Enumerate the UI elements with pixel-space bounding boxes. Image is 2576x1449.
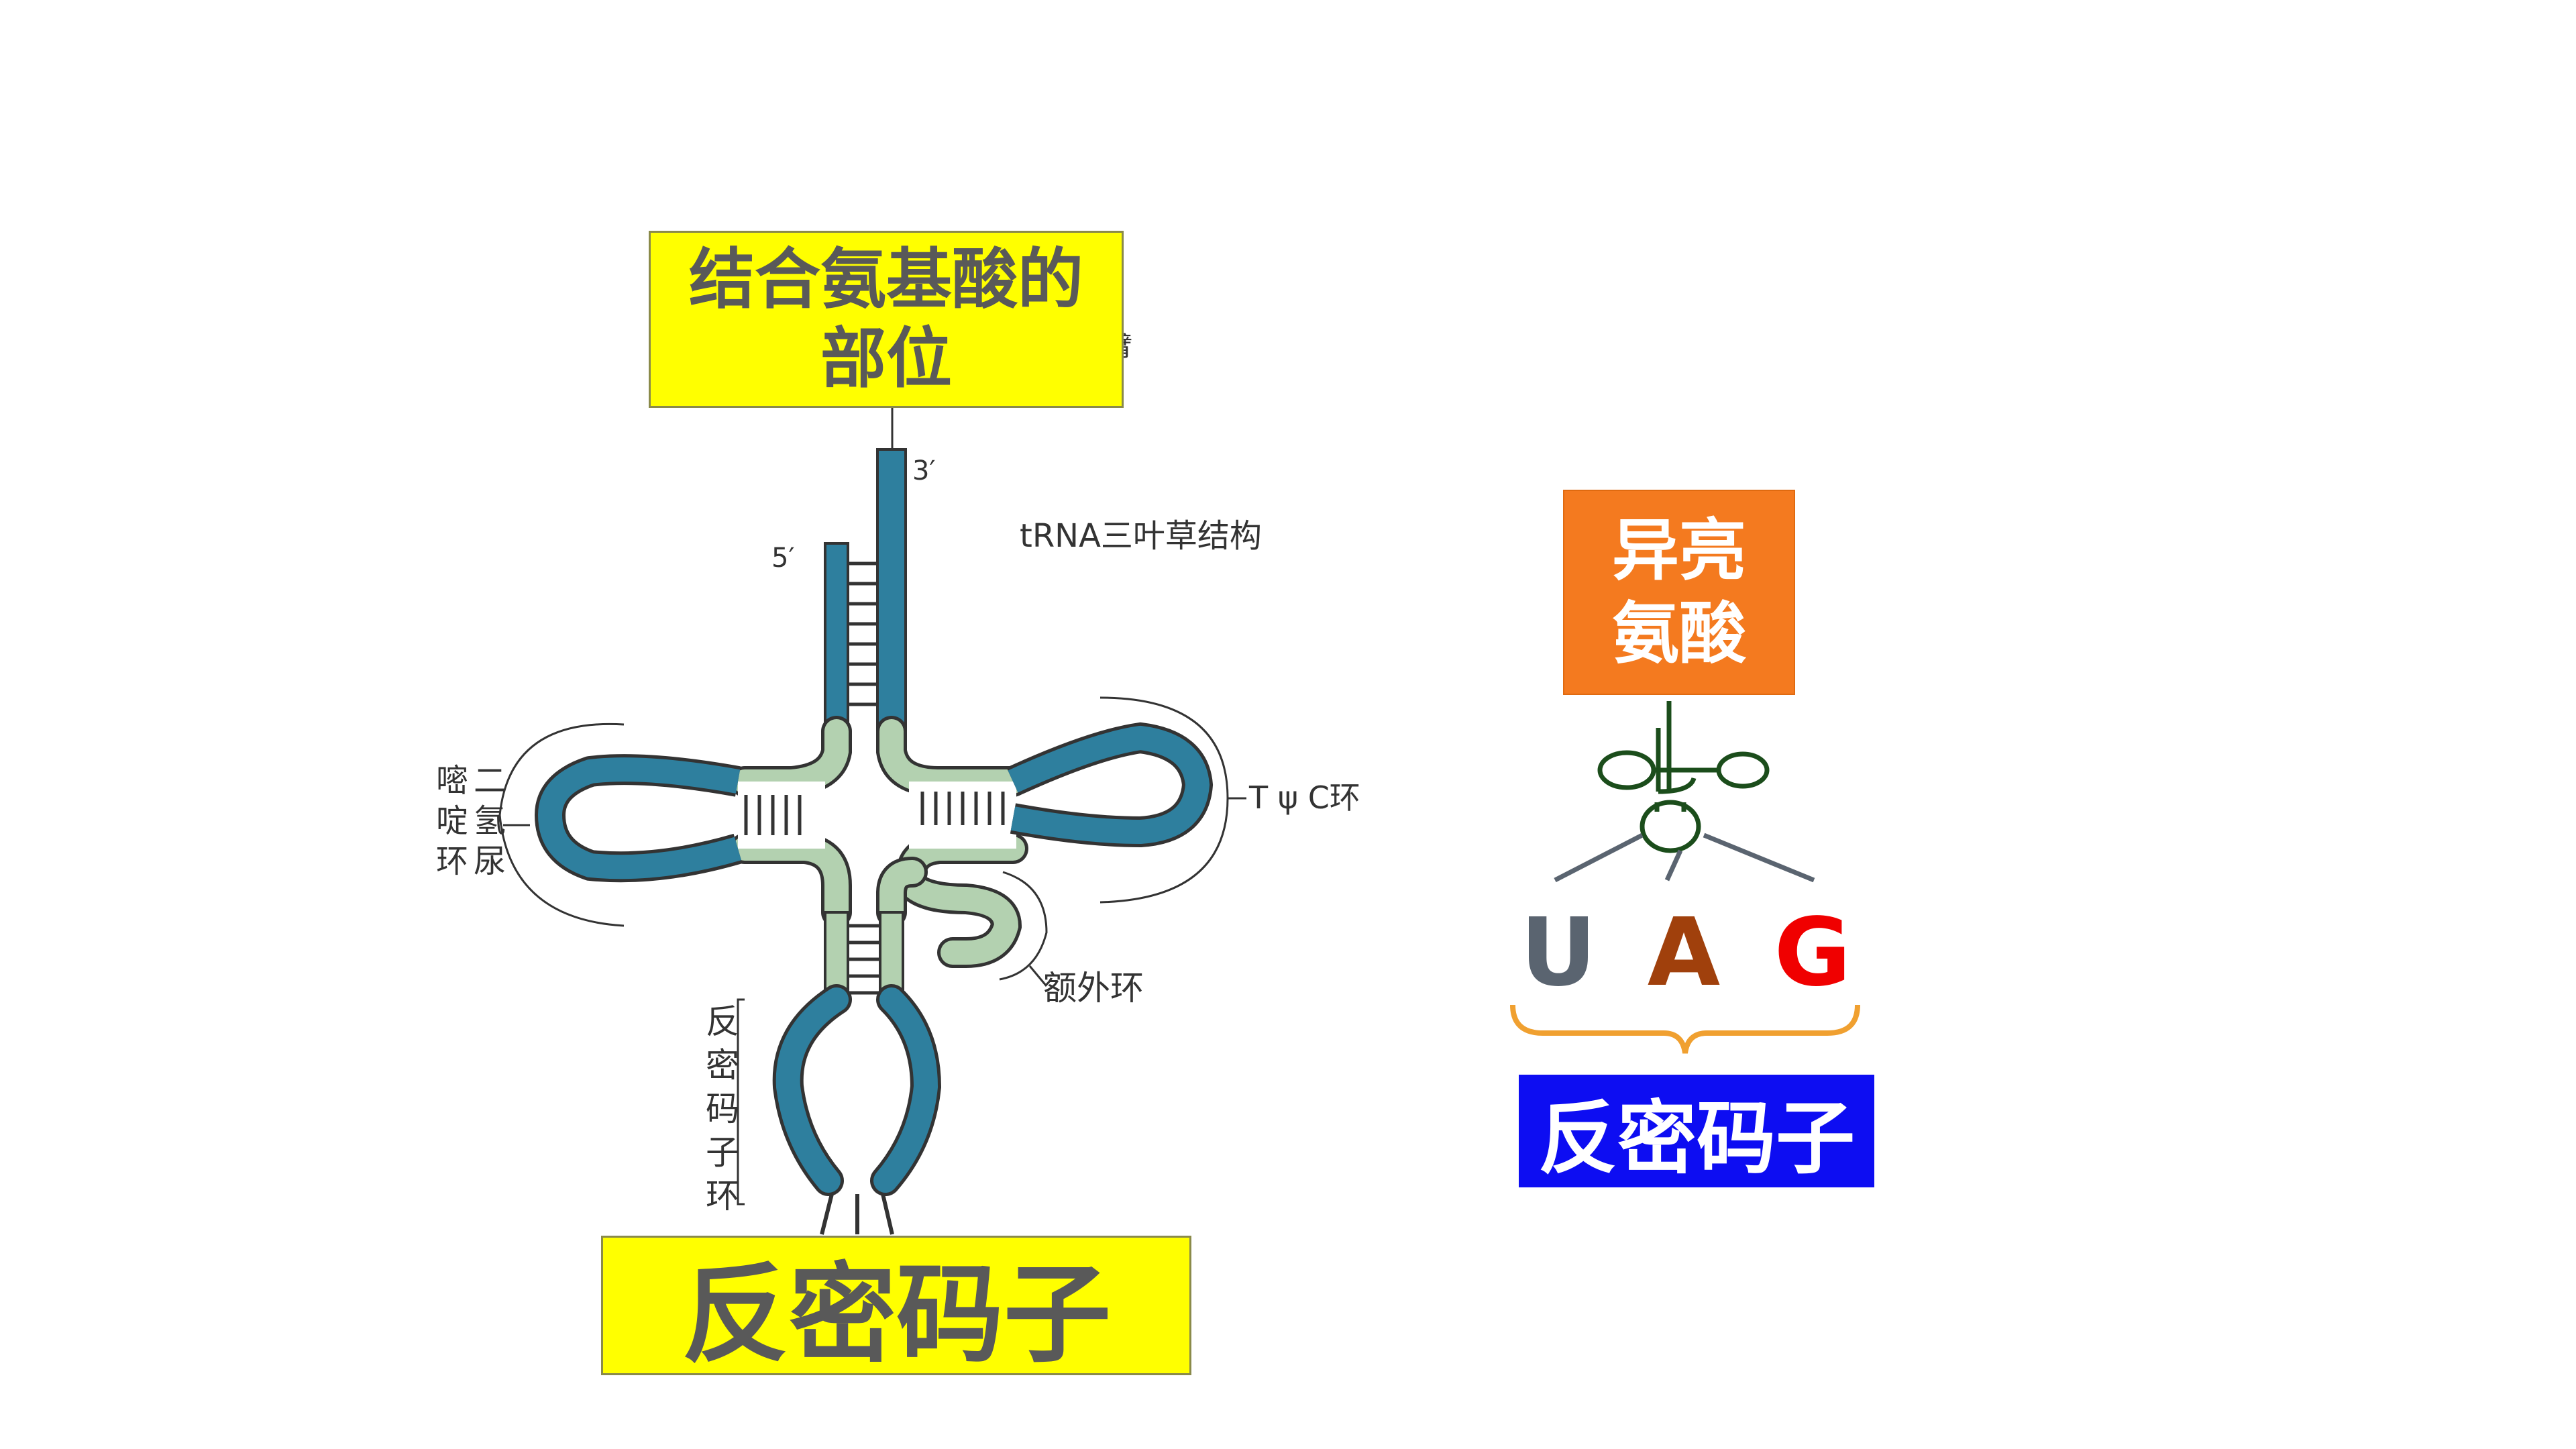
tpsic-loop bbox=[1008, 725, 1210, 845]
anticodon-bases bbox=[820, 1193, 894, 1235]
three-prime-label: 3′ bbox=[912, 455, 936, 486]
junction-to-tpsic-strand bbox=[879, 719, 1025, 794]
codon-letter-a: A bbox=[1648, 898, 1720, 1008]
amino-acid-line2: 氨酸 bbox=[1612, 594, 1746, 673]
svg-text:子: 子 bbox=[706, 1133, 739, 1172]
anticodon-box-left-label: 反密码子 bbox=[681, 1252, 1111, 1377]
codon-letter-g: G bbox=[1774, 898, 1851, 1008]
svg-text:反: 反 bbox=[706, 1002, 739, 1041]
anticodon-stem-base-pairs bbox=[848, 924, 880, 995]
dhu-stem-gap bbox=[738, 782, 825, 849]
mini-trna-icon bbox=[1597, 701, 1770, 853]
tpsic-loop-label: T ψ C环 bbox=[1248, 780, 1360, 816]
svg-text:尿: 尿 bbox=[474, 843, 506, 880]
dhu-loop-label: 嘧 啶 环 二 氢 尿 bbox=[436, 762, 506, 880]
codon-pointer-lines bbox=[1554, 833, 1815, 883]
extra-loop-strand bbox=[899, 837, 1025, 965]
amino-acid-line1: 异亮 bbox=[1612, 511, 1746, 590]
svg-text:啶: 啶 bbox=[436, 802, 468, 840]
diagram-title: tRNA三叶草结构 bbox=[1020, 517, 1262, 555]
acceptor-stem-3prime-strand bbox=[876, 448, 907, 733]
svg-text:码: 码 bbox=[706, 1089, 739, 1128]
svg-text:环: 环 bbox=[706, 1177, 739, 1216]
codon-letter-u: U bbox=[1520, 898, 1597, 1008]
five-prime-label: 5′ bbox=[771, 543, 795, 574]
svg-text:环: 环 bbox=[436, 843, 468, 880]
svg-text:密: 密 bbox=[706, 1046, 739, 1085]
binding-site-box: 结合氨基酸的 部位 bbox=[649, 231, 1124, 408]
dhu-loop bbox=[537, 757, 742, 879]
svg-text:氢: 氢 bbox=[474, 802, 506, 840]
anticodon-brace bbox=[1510, 1004, 1860, 1054]
amino-acid-box: 异亮 氨酸 bbox=[1563, 490, 1795, 695]
anticodon-box-left: 反密码子 bbox=[601, 1236, 1191, 1377]
acceptor-stem-5prime-strand bbox=[824, 542, 849, 733]
svg-text:二: 二 bbox=[474, 762, 506, 800]
junction-to-dhu-strand bbox=[733, 719, 849, 794]
tpsic-stem-base-pairs bbox=[920, 792, 1005, 825]
anticodon-box-right: 反密码子 bbox=[1519, 1075, 1874, 1187]
extra-loop-bracket bbox=[999, 871, 1048, 981]
anticodon-box-right-label: 反密码子 bbox=[1538, 1091, 1855, 1185]
anticodon-loop-bracket bbox=[737, 998, 745, 1205]
dhu-stem-base-pairs bbox=[744, 795, 802, 835]
dhu-loop-bracket bbox=[498, 722, 625, 927]
svg-text:嘧: 嘧 bbox=[436, 762, 468, 800]
binding-site-line2: 部位 bbox=[820, 321, 952, 397]
binding-site-line1: 结合氨基酸的 bbox=[688, 241, 1083, 318]
anticodon-loop-label: 反 密 码 子 环 bbox=[706, 1002, 739, 1216]
dhu-to-anticodon-strand bbox=[733, 837, 849, 924]
extra-loop-label: 额外环 bbox=[1043, 969, 1144, 1008]
anticodon-loop bbox=[775, 987, 938, 1193]
acceptor-stem-base-pairs bbox=[848, 561, 877, 706]
